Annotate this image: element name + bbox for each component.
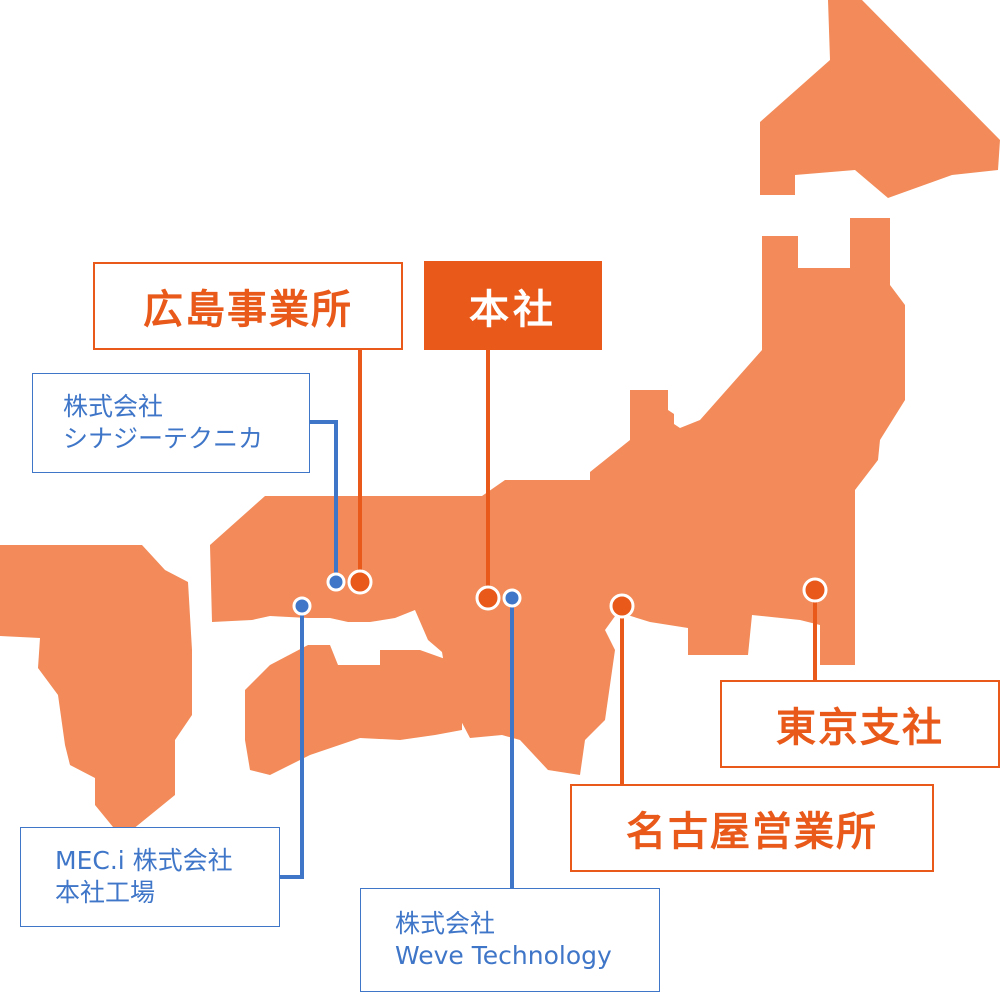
tokyo-marker	[802, 577, 828, 603]
synergy-technica-label: 株式会社 シナジーテクニカ	[32, 373, 310, 473]
headquarters-label: 本社	[424, 261, 602, 350]
office-leaders	[358, 350, 817, 784]
meci-factory-line2: 本社工場	[55, 878, 156, 907]
hiroshima-office-name: 広島事業所	[143, 287, 353, 333]
honsha-marker	[475, 585, 501, 611]
nagoya-marker	[609, 593, 635, 619]
meci-factory-label: MEC.i 株式会社 本社工場	[20, 827, 280, 927]
hiroshima-marker	[347, 569, 373, 595]
japan-landmass	[0, 0, 1000, 838]
kyushu	[0, 545, 192, 838]
nagoya-office-label: 名古屋営業所	[570, 784, 934, 872]
weve-technology-line1: 株式会社	[395, 909, 496, 938]
tokyo-branch-name: 東京支社	[776, 705, 944, 751]
meci-factory-line1: MEC.i 株式会社	[55, 846, 233, 875]
weve-technology-line2: Weve Technology	[395, 941, 612, 970]
honshu	[210, 218, 905, 775]
partner-leaders	[280, 420, 514, 888]
meci-leader-line	[280, 606, 304, 879]
synergy-marker	[326, 572, 346, 592]
shikoku	[245, 645, 462, 775]
nagoya-office-name: 名古屋営業所	[626, 809, 878, 855]
weve-marker	[502, 588, 522, 608]
synergy-technica-line1: 株式会社	[63, 392, 164, 421]
hokkaido	[760, 0, 1000, 198]
meci-marker	[292, 596, 312, 616]
synergy-technica-line2: シナジーテクニカ	[63, 424, 264, 453]
location-markers	[292, 569, 828, 619]
weve-technology-label: 株式会社 Weve Technology	[360, 888, 660, 992]
tokyo-branch-label: 東京支社	[720, 680, 1000, 768]
synergy-leader-line	[310, 420, 338, 582]
headquarters-name: 本社	[469, 286, 557, 333]
hiroshima-office-label: 広島事業所	[93, 262, 403, 350]
